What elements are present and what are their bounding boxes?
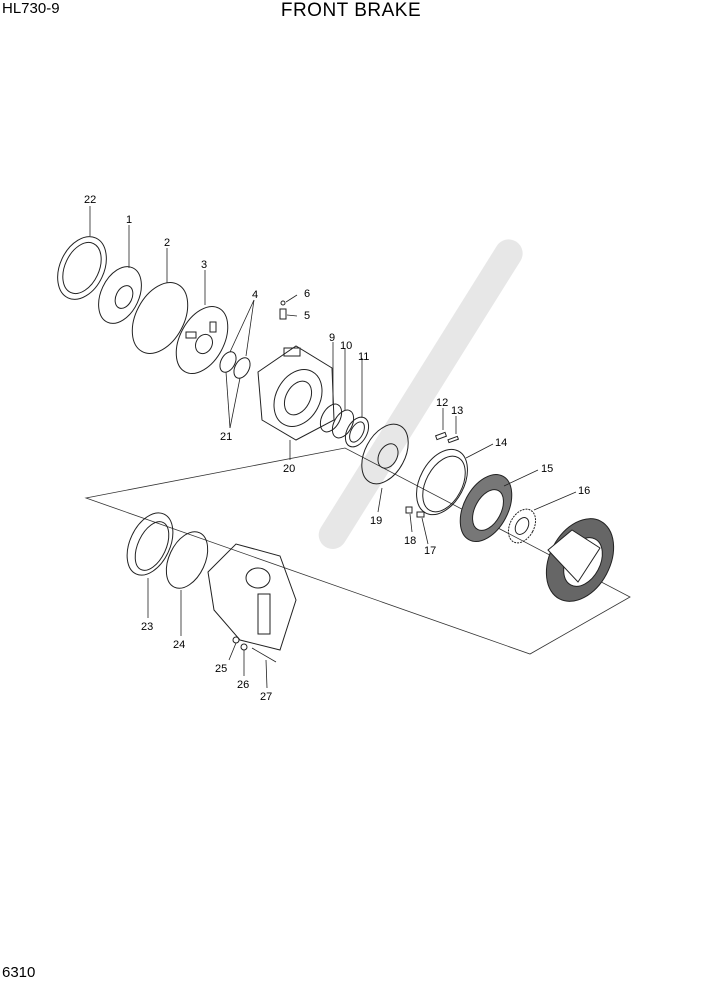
part-15-friction-disc [459, 474, 513, 542]
part-5-6-bleeder [279, 300, 287, 320]
part-20-brake-housing [257, 345, 335, 441]
part-16-gear-hub [507, 508, 537, 544]
part-19-plate [361, 423, 409, 485]
callout-24: 24 [173, 639, 185, 651]
part-23-retainer [126, 512, 174, 576]
page-number: 6310 [2, 964, 36, 981]
callout-12: 12 [436, 397, 448, 409]
part-2-o-ring [131, 282, 189, 354]
callout-27: 27 [260, 691, 272, 703]
part-22-seal-ring [57, 236, 107, 300]
part-1-plate [98, 266, 142, 324]
callout-18: 18 [404, 535, 416, 547]
callout-15: 15 [541, 463, 553, 475]
page-title: FRONT BRAKE [280, 0, 422, 21]
callout-16: 16 [578, 485, 590, 497]
callout-25: 25 [215, 663, 227, 675]
part-4-rings [219, 351, 251, 379]
brake-disc-pack [545, 518, 615, 602]
callout-2: 2 [164, 237, 170, 249]
callout-17: 17 [424, 545, 436, 557]
part-14-separator-plate [416, 448, 468, 516]
callout-6: 6 [304, 288, 310, 300]
callout-3: 3 [201, 259, 207, 271]
callout-21: 21 [220, 431, 232, 443]
callout-26: 26 [237, 679, 249, 691]
callout-13: 13 [451, 405, 463, 417]
callout-4: 4 [252, 289, 258, 301]
part-12-spring [434, 431, 448, 441]
part-10-ring [331, 409, 355, 439]
callout-11: 11 [358, 351, 369, 363]
part-18-spring [405, 506, 413, 514]
callout-23: 23 [141, 621, 153, 633]
callout-14: 14 [495, 437, 507, 449]
part-3-piston [175, 306, 229, 374]
callout-22: 22 [84, 194, 96, 206]
part-13-pin [447, 435, 460, 444]
model-code: HL730-9 [2, 0, 60, 17]
watermark [318, 239, 523, 549]
assembly-group-outline [84, 447, 631, 655]
part-11-ring [344, 416, 370, 448]
part-27-bolt [251, 647, 277, 663]
callout-10: 10 [340, 340, 352, 352]
callout-19: 19 [370, 515, 382, 527]
carrier-housing [207, 543, 297, 651]
callout-labels: 22 1 2 3 4 6 5 9 10 11 12 13 14 15 16 21… [84, 194, 590, 703]
part-17-pin [416, 511, 425, 518]
part-9-ring [319, 403, 343, 433]
part-26-washer [240, 643, 248, 651]
callout-1: 1 [126, 214, 132, 226]
callout-20: 20 [283, 463, 295, 475]
part-25-washer [232, 636, 240, 644]
leader-lines [89, 206, 577, 689]
callout-9: 9 [329, 332, 335, 344]
part-24-o-ring [165, 531, 209, 589]
callout-5: 5 [304, 310, 310, 322]
